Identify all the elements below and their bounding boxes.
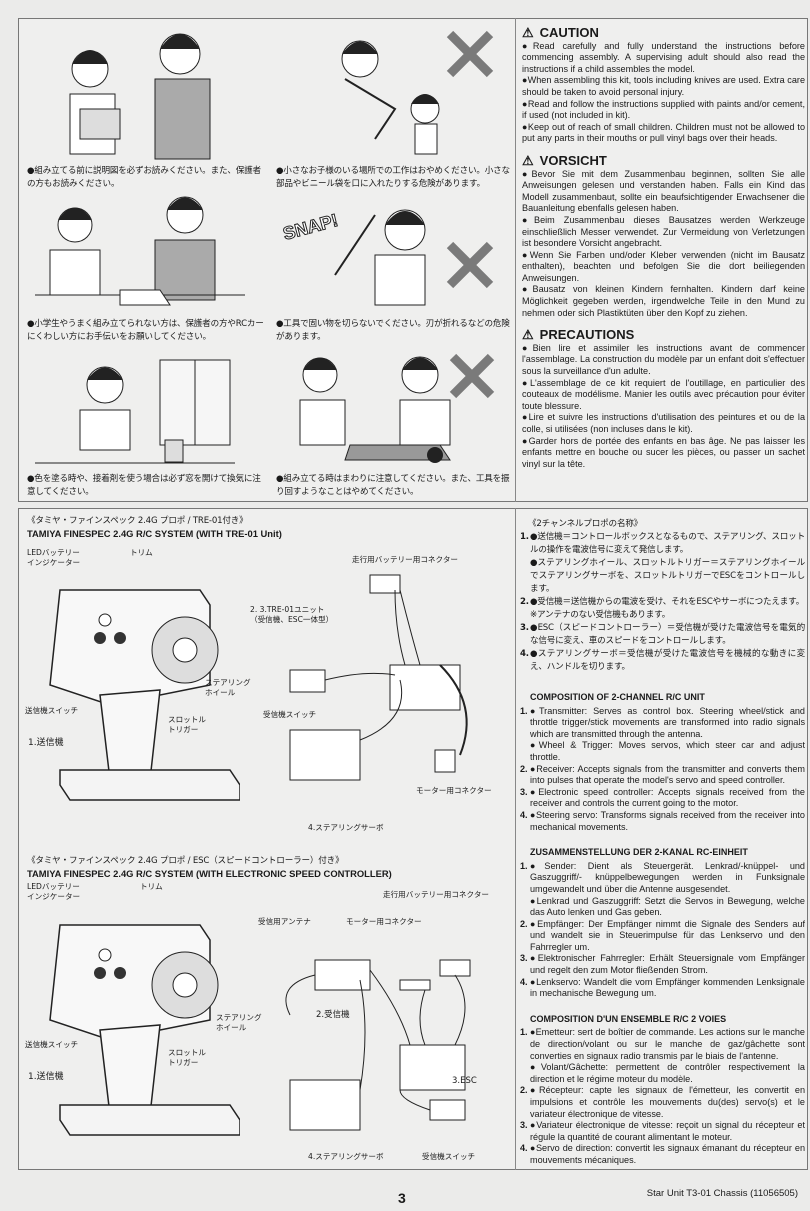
warning-triangle-icon: ⚠ xyxy=(522,327,534,343)
label-motor-connector: モーター用コネクター xyxy=(346,917,422,926)
illustration-tool-swinging xyxy=(299,353,495,463)
transmitter-drawing xyxy=(49,589,240,801)
caption-ask-help: ●小学生やうまく組み立てられない方は、保護者の方やRCカーにくわしい方にお手伝い… xyxy=(27,319,264,342)
composition-en-title: COMPOSITION OF 2-CHANNEL R/C UNIT xyxy=(530,692,705,702)
label-transmitter-switch: 送信機スイッチ xyxy=(25,706,79,715)
label-battery-connector: 走行用バッテリー用コネクター xyxy=(352,555,459,564)
label-battery-connector: 走行用バッテリー用コネクター xyxy=(383,890,490,899)
label-steering-servo: 4.ステアリングサーボ xyxy=(308,823,384,832)
illustration-child-warning xyxy=(341,30,494,155)
caution-heading: ⚠CAUTION xyxy=(522,25,599,40)
label-receiver: 2.受信機 xyxy=(316,1010,350,1020)
illustration-snap-tool: SNAP! xyxy=(280,209,494,306)
caution-block: ⚠CAUTION ●Read carefully and fully under… xyxy=(522,25,805,469)
label-throttle-trigger: スロットル トリガー xyxy=(168,1048,206,1067)
label-transmitter-switch: 送信機スイッチ xyxy=(25,1040,79,1049)
label-esc: 3.ESC xyxy=(452,1076,477,1086)
label-transmitter: 1.送信機 xyxy=(28,1072,64,1082)
column-divider xyxy=(515,508,516,1170)
illustration-ventilation xyxy=(35,359,235,464)
prohibited-x-icon xyxy=(449,353,495,399)
composition-text: 《2チャンネルプロポの名称》 1.●送信機＝コントロールボックスとなるもので、ス… xyxy=(520,519,805,1165)
esc-system-drawing xyxy=(285,959,471,1131)
illustration-reading-manual xyxy=(69,33,211,160)
caption-surroundings: ●組み立てる時はまわりに注意してください。また、工具を振り回すようなことはやめて… xyxy=(276,474,510,497)
composition-de-title: ZUSAMMENSTELLUNG DER 2-KANAL RC-EINHEIT xyxy=(530,847,748,858)
label-throttle-trigger: スロットル トリガー xyxy=(168,715,206,734)
label-motor-connector: モーター用コネクター xyxy=(416,786,492,795)
label-tre01-unit: 2. 3.TRE-01ユニット （受信機、ESC一体型） xyxy=(250,605,334,624)
illustration-parent-help xyxy=(35,196,245,306)
caption-hard-objects: ●工具で固い物を切らないでください。刃が折れるなどの危険があります。 xyxy=(276,319,510,342)
document-id: Star Unit T3-01 Chassis (11056505) xyxy=(646,1188,798,1199)
label-antenna: 受信用アンテナ xyxy=(258,917,311,926)
label-steering-servo: 4.ステアリングサーボ xyxy=(308,1152,384,1161)
caption-read-manual: ●組み立てる前に説明図を必ずお読みください。また、保護者の方もお読みください。 xyxy=(27,166,261,189)
label-trim: トリム xyxy=(130,548,153,557)
names-jp-list: 1.●送信機＝コントロールボックスとなるもので、ステアリング、スロットルの操作を… xyxy=(520,532,805,672)
precautions-heading: ⚠PRECAUTIONS xyxy=(522,327,635,343)
label-led-indicator: LEDバッテリー インジケーター xyxy=(27,882,81,901)
composition-fr-title: COMPOSITION D'UN ENSEMBLE R/C 2 VOIES xyxy=(530,1013,727,1024)
label-receiver-switch: 受信機スイッチ xyxy=(422,1152,476,1161)
label-trim: トリム xyxy=(140,882,163,891)
prohibited-x-icon xyxy=(446,30,494,78)
caption-small-children: ●小さなお子様のいる場所での工作はおやめください。小さな部品やビニール袋を口に入… xyxy=(276,166,510,189)
warning-triangle-icon: ⚠ xyxy=(522,25,534,40)
caption-ventilation: ●色を塗る時や、接着剤を使う場合は必ず窓を開けて換気に注意してください。 xyxy=(27,474,261,497)
system1-title: 《タミヤ・ファインスペック 2.4G プロポ / TRE-01付き》 TAMIY… xyxy=(27,516,282,539)
transmitter-drawing xyxy=(49,924,240,1136)
page-number: 3 xyxy=(398,1190,406,1206)
vorsicht-heading: ⚠VORSICHT xyxy=(522,152,607,168)
label-steering-wheel: ステアリング ホイール xyxy=(205,678,251,697)
warning-triangle-icon: ⚠ xyxy=(522,152,534,168)
tre01-unit-drawing xyxy=(289,574,468,781)
label-steering-wheel: ステアリング ホイール xyxy=(216,1013,262,1032)
system2-title: 《タミヤ・ファインスペック 2.4G プロポ / ESC（スピードコントローラー… xyxy=(27,856,392,879)
prohibited-x-icon xyxy=(446,241,494,289)
label-led-indicator: LEDバッテリー インジケーター xyxy=(27,548,81,567)
label-transmitter: 1.送信機 xyxy=(28,738,64,748)
label-receiver-switch: 受信機スイッチ xyxy=(263,710,317,719)
column-divider xyxy=(515,18,516,502)
snap-text: SNAP! xyxy=(281,210,340,244)
